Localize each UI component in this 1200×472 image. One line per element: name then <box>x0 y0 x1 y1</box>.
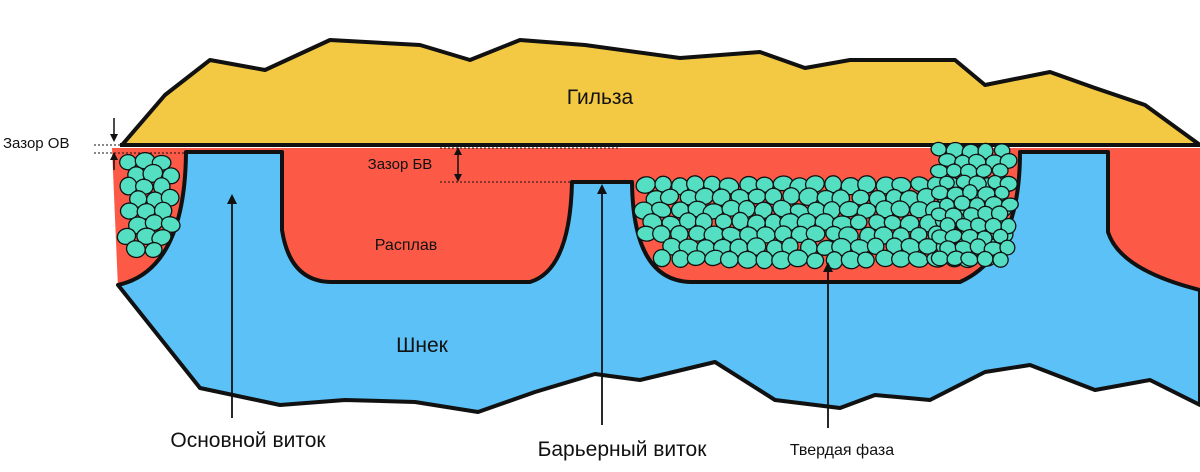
pellet <box>975 163 993 179</box>
barrel-label: Гильза <box>567 86 634 109</box>
pellet <box>856 251 875 269</box>
barrier-flight-label: Барьерный виток <box>538 438 708 461</box>
pellet <box>659 188 680 206</box>
screw-shape <box>116 150 1200 414</box>
solid-phase-label: Твердая фаза <box>790 442 894 459</box>
solid-pellets-left <box>116 151 181 259</box>
pellet <box>652 248 672 268</box>
pellet <box>755 250 774 270</box>
pellet <box>787 249 809 268</box>
gap-main-label: Зазор ОВ <box>3 135 69 152</box>
pellet <box>992 228 1009 244</box>
pellet <box>946 163 962 178</box>
main-flight-label: Основной виток <box>170 429 326 452</box>
gap-barrier-marker <box>440 147 620 183</box>
solid-phase-pointer <box>823 262 833 428</box>
barrier-flight-pointer <box>597 184 607 425</box>
main-flight-pointer <box>227 194 237 418</box>
pellet <box>754 201 773 220</box>
solid-pellets-right <box>633 141 1019 270</box>
pellet <box>849 214 868 231</box>
barrel-shape <box>120 38 1200 147</box>
pellet <box>671 249 690 268</box>
pellet <box>806 252 825 270</box>
pellet <box>992 251 1009 268</box>
pellet <box>144 241 163 259</box>
pellet <box>151 229 172 247</box>
pellet <box>976 250 994 268</box>
screw-label: Шнек <box>396 334 449 357</box>
gap-main-marker <box>94 118 190 170</box>
melt-label: Расплав <box>375 237 437 254</box>
gap-barrier-label: Зазор БВ <box>368 156 433 173</box>
pellet <box>866 237 885 255</box>
pellet <box>652 225 671 243</box>
pellet <box>999 239 1016 256</box>
